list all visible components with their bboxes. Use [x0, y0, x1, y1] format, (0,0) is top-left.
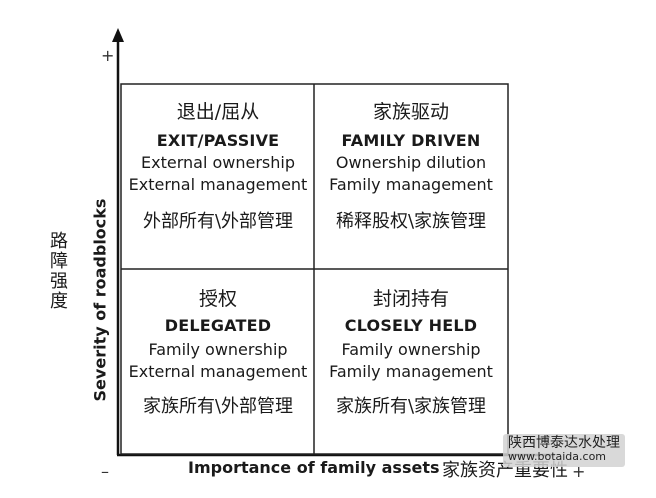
quadrant-description-chinese: 家族所有\外部管理 [142, 396, 294, 417]
quadrant-title-english: EXIT/PASSIVE [156, 131, 280, 150]
quadrant-ownership-text: External ownership [141, 153, 295, 172]
quadrant-ownership-text: Family ownership [341, 340, 481, 359]
watermark-name: 陕西博泰达水处理 [508, 435, 620, 451]
quadrant-closely-held: 封闭持有 CLOSELY HELD Family ownership Famil… [314, 270, 508, 454]
y-axis-label-chinese: 路障强度 [50, 231, 68, 312]
quadrant-management-text: Family management [329, 175, 493, 194]
x-axis-label-english: Importance of family assets [188, 458, 440, 477]
y-axis-arrowhead [112, 28, 124, 42]
quadrant-description-chinese: 家族所有\家族管理 [335, 396, 487, 417]
quadrant-title-chinese: 封闭持有 [372, 288, 449, 310]
quadrant-management-text: External management [128, 362, 308, 381]
quadrant-exit-passive: 退出/屈从 EXIT/PASSIVE External ownership Ex… [121, 85, 315, 269]
quadrant-description-chinese: 外部所有\外部管理 [142, 211, 294, 232]
watermark-url: www.botaida.com [508, 450, 607, 463]
quadrant-title-english: FAMILY DRIVEN [341, 131, 481, 150]
quadrant-ownership-text: Ownership dilution [335, 153, 487, 172]
y-axis-plus-sign: + [101, 46, 115, 65]
watermark: 陕西博泰达水处理 www.botaida.com [503, 434, 625, 467]
quadrant-management-text: External management [128, 175, 308, 194]
quadrant-title-chinese: 授权 [198, 288, 237, 310]
quadrant-description-chinese: 稀释股权\家族管理 [335, 211, 487, 232]
quadrant-ownership-text: Family ownership [148, 340, 288, 359]
quadrant-title-english: CLOSELY HELD [344, 316, 478, 335]
quadrant-title-english: DELEGATED [164, 316, 272, 335]
quadrant-family-driven: 家族驱动 FAMILY DRIVEN Ownership dilution Fa… [314, 85, 508, 269]
quadrant-title-chinese: 退出/屈从 [176, 101, 260, 123]
quadrant-title-chinese: 家族驱动 [372, 101, 449, 123]
quadrant-delegated: 授权 DELEGATED Family ownership External m… [121, 270, 315, 454]
x-axis-minus-sign: – [101, 462, 109, 481]
quadrant-management-text: Family management [329, 362, 493, 381]
y-axis-label-english: Severity of roadblocks [90, 198, 110, 402]
